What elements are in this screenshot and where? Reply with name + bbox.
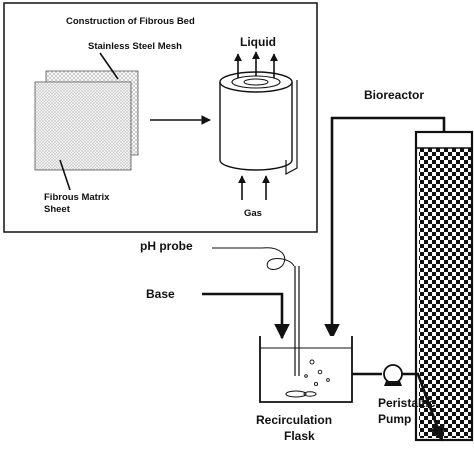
fibrous-bed-inset: Construction of Fibrous Bed Stainless St… — [3, 2, 318, 233]
bubble — [313, 381, 319, 387]
pump-rotor — [383, 364, 403, 384]
matrix-label-line2: Sheet — [44, 204, 71, 215]
mesh-pointer — [99, 52, 119, 80]
ph-probe — [212, 247, 300, 376]
pump-label-line2: Pump — [378, 412, 411, 426]
base-label: Base — [146, 287, 175, 301]
rolled-fibrous-bed-cylinder — [219, 71, 298, 176]
matrix-label-line1: Fibrous Matrix — [44, 192, 110, 203]
bubble — [309, 359, 315, 365]
fibrous-matrix-sheet — [34, 81, 132, 171]
peristaltic-pump — [383, 364, 403, 386]
bioreactor-packing — [419, 148, 471, 438]
matrix-pointer — [59, 159, 71, 191]
bubble — [326, 378, 330, 382]
ph-probe-cable — [212, 247, 295, 270]
pump-base — [384, 381, 402, 386]
inset-title: Construction of Fibrous Bed — [66, 16, 195, 27]
flask-label-line1: Recirculation — [256, 413, 332, 427]
liquid-label: Liquid — [240, 35, 276, 49]
bubble — [317, 369, 323, 375]
pump-label-line1: Peristaltic — [378, 396, 436, 410]
flask-label-line2: Flask — [284, 429, 315, 443]
gas-label: Gas — [244, 208, 262, 219]
stir-bar — [303, 391, 317, 397]
return-line — [324, 116, 446, 340]
bioreactor-label: Bioreactor — [364, 88, 424, 102]
base-line — [202, 292, 290, 340]
bubble — [304, 374, 308, 378]
flask-body — [259, 336, 353, 403]
ph-probe-label: pH probe — [140, 239, 193, 253]
pump-to-bioreactor-line — [402, 372, 445, 442]
mesh-label: Stainless Steel Mesh — [88, 41, 182, 52]
stir-bar — [285, 390, 307, 398]
recirculation-flask — [259, 336, 353, 403]
